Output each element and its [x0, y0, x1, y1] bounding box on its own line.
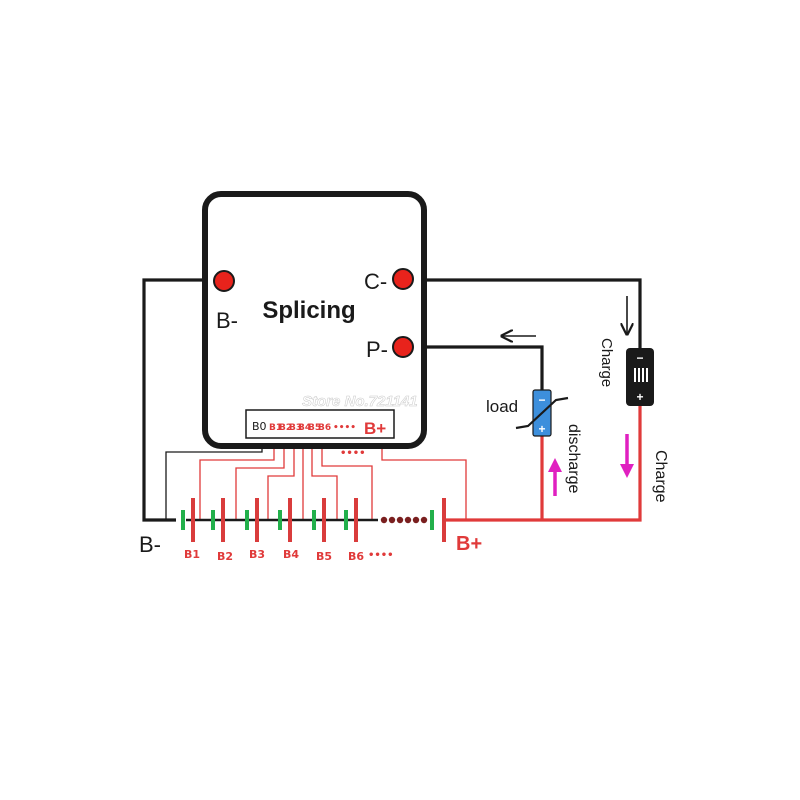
sense-label-b4: B4 — [298, 423, 311, 433]
cell-labels: B1 B2 B3 B4 B5 B6 •••• — [184, 548, 394, 563]
cell-label-b2: B2 — [217, 550, 233, 563]
sense-label-b6: B6 — [318, 423, 331, 433]
charge-label-top: Charge — [598, 338, 615, 387]
p-minus-terminal-label: P- — [366, 337, 388, 362]
pack-b-plus-label: B+ — [456, 533, 482, 555]
sense-header: B0 B1 B2 B3 B4 B5 B6 •••• B+ — [245, 409, 395, 439]
charger-minus-sign: − — [636, 351, 643, 365]
load-plus-sign: + — [538, 422, 545, 436]
pack-b-minus-label: B- — [139, 532, 161, 557]
battery-cells — [181, 498, 446, 542]
cell-label-b1: B1 — [184, 548, 200, 561]
discharge-arrow — [548, 458, 562, 496]
series-ellipsis-dots — [380, 516, 428, 524]
b-minus-terminal — [213, 270, 235, 292]
cell-label-b3: B3 — [249, 548, 265, 561]
module-title: Splicing — [262, 297, 355, 324]
c-minus-terminal — [392, 268, 414, 290]
p-minus-wire — [404, 345, 544, 390]
c-minus-terminal-label: C- — [364, 269, 387, 294]
sense-label-b2: B2 — [279, 423, 292, 433]
cell-label-b4: B4 — [283, 548, 299, 561]
store-watermark: Store No.721141 — [302, 393, 418, 410]
sense-dots-below: •••• — [340, 448, 366, 459]
load-component: − + — [515, 389, 569, 437]
sense-label-b5: B5 — [308, 423, 321, 433]
charger-plates — [634, 368, 648, 382]
charge-label-side: Charge — [652, 450, 669, 503]
charger-plus-sign: + — [636, 390, 643, 404]
load-minus-sign: − — [538, 393, 545, 407]
charger-component: − + — [626, 348, 654, 406]
b-plus-wire — [444, 404, 642, 522]
cell-label-ellipsis: •••• — [368, 550, 394, 561]
load-label: load — [486, 397, 518, 416]
cell-label-b6: B6 — [348, 550, 364, 563]
load-variable-slash — [515, 396, 569, 430]
charge-arrow — [620, 434, 634, 478]
sense-ellipsis: •••• — [333, 423, 356, 433]
sense-header-box — [245, 409, 395, 439]
sense-label-b1: B1 — [269, 423, 282, 433]
cell-label-b5: B5 — [316, 550, 332, 563]
bms-module-box — [202, 191, 427, 449]
sense-label-b-plus: B+ — [364, 419, 386, 438]
c-minus-wire — [404, 278, 642, 350]
sense-label-b3: B3 — [289, 423, 302, 433]
b-minus-terminal-label: B- — [216, 308, 238, 333]
discharge-label: discharge — [565, 424, 582, 493]
b-minus-wire — [142, 278, 222, 522]
p-minus-terminal — [392, 336, 414, 358]
sense-label-b0: B0 — [252, 420, 267, 433]
